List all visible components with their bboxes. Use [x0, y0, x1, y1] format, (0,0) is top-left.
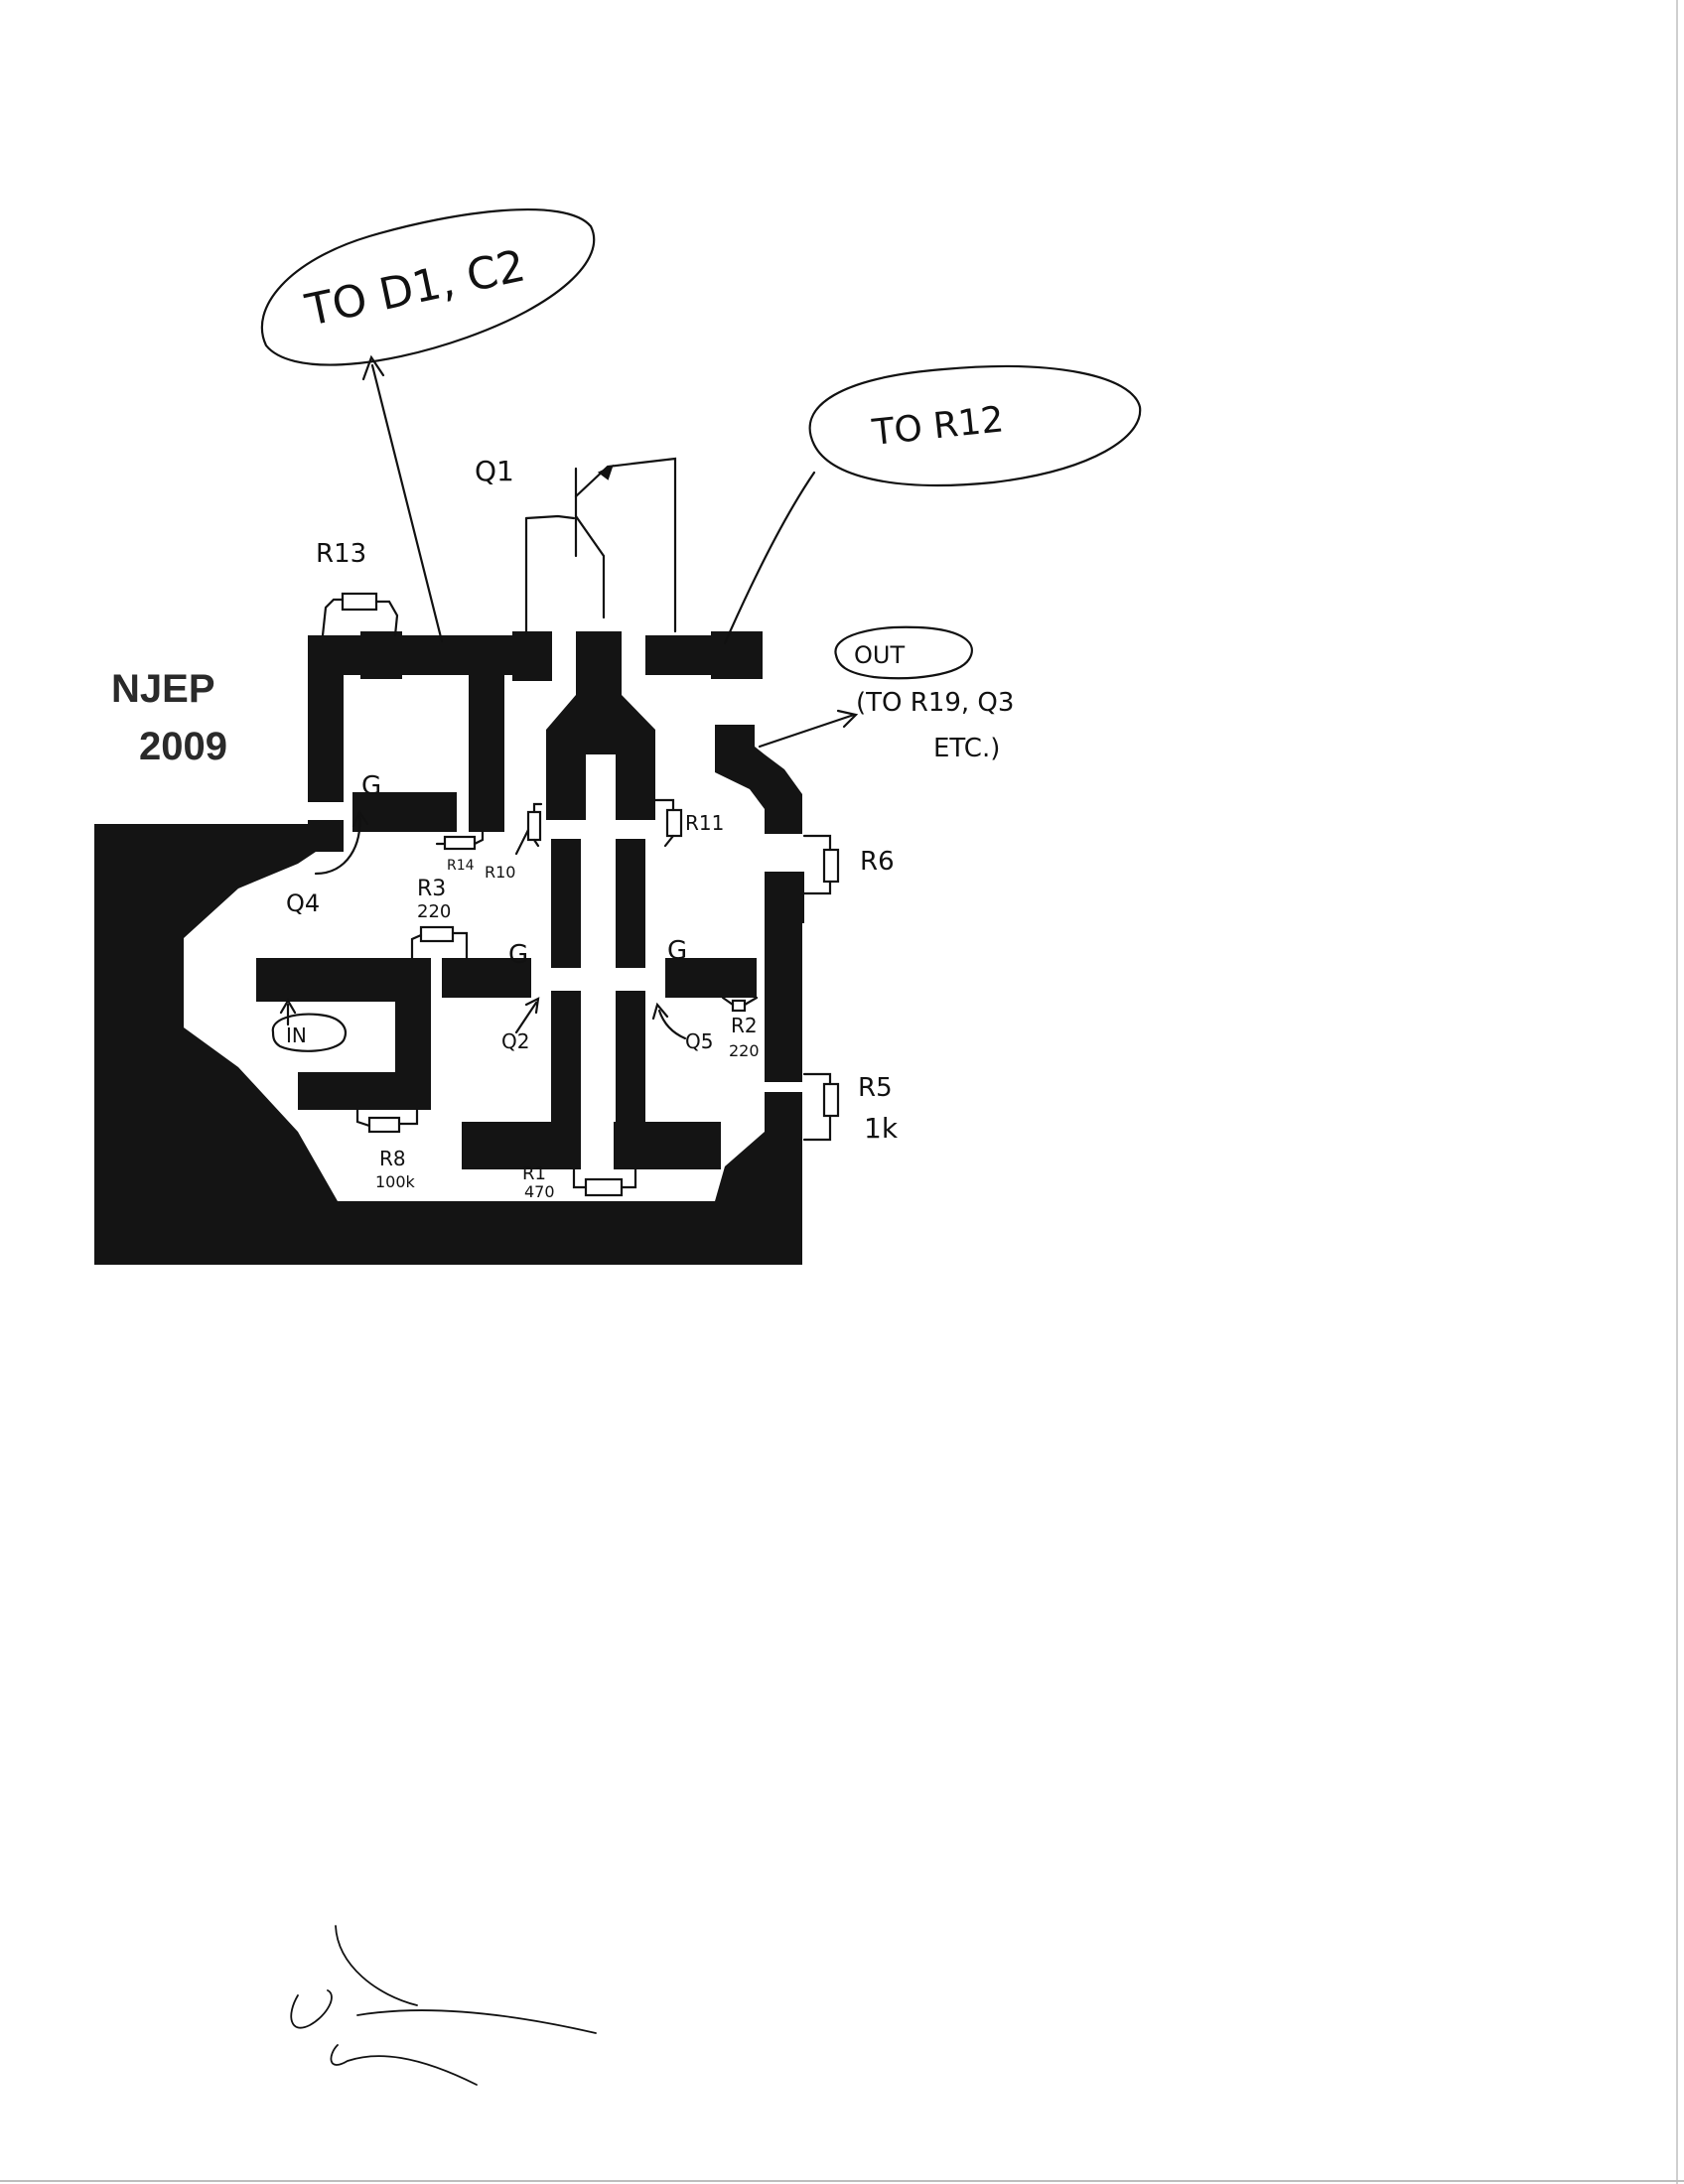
- callout-ellipse-in: [271, 1013, 347, 1052]
- trace-top-middle-drop: [469, 675, 504, 832]
- title-njep: NJEP: [111, 667, 215, 711]
- pad-q4-drain: [308, 820, 344, 852]
- label-r2-value: 220: [729, 1041, 760, 1060]
- label-r11: R11: [685, 811, 724, 835]
- r5-resistor-symbol: [802, 1072, 840, 1142]
- r13-resistor-symbol: [321, 592, 399, 637]
- label-gate-q5: G: [667, 936, 687, 966]
- r6-resistor-symbol: [802, 834, 840, 895]
- r2-resistor-symbol: [721, 996, 759, 1013]
- trace-in: [256, 958, 395, 1002]
- label-q5: Q5: [685, 1029, 713, 1053]
- title-year: 2009: [139, 725, 227, 768]
- trace-q1-fork: [546, 695, 655, 820]
- label-r1: R1: [522, 1163, 546, 1184]
- r1-resistor-symbol: [572, 1167, 637, 1197]
- r10-resistor-symbol: [514, 802, 543, 856]
- ground-plane: [94, 824, 802, 1265]
- q1-transistor-symbol: [524, 457, 677, 635]
- arrow-to-d1-c2: [370, 363, 444, 643]
- label-r8: R8: [379, 1147, 406, 1170]
- label-r3-value: 220: [417, 901, 451, 922]
- arrow-q4: [314, 814, 361, 876]
- label-gate-q2: G: [508, 940, 528, 970]
- callout-ellipse-r12: [808, 364, 1142, 487]
- label-r14: R14: [447, 858, 475, 874]
- pad-q4-gate: [352, 792, 457, 832]
- trace-out: [715, 725, 802, 834]
- arrow-q5: [657, 1009, 687, 1040]
- r8-resistor-symbol: [355, 1108, 419, 1134]
- arrow-out: [758, 713, 856, 749]
- label-r3: R3: [417, 877, 446, 901]
- arrow-q2: [514, 1001, 538, 1034]
- pad-r6-bottom: [765, 872, 804, 923]
- trace-q5-upper: [616, 839, 645, 968]
- r3-resistor-symbol: [410, 925, 469, 960]
- pad-bottom-left: [462, 1122, 581, 1169]
- pad-top-middle: [512, 631, 552, 681]
- label-gate-q4: G: [361, 771, 381, 801]
- trace-top-left-bar: [308, 635, 541, 675]
- callout-out-text: OUT: [854, 641, 905, 669]
- callout-out-note-2: ETC.): [933, 734, 1000, 763]
- arrow-to-r12: [723, 471, 816, 645]
- label-r13: R13: [316, 539, 366, 569]
- r11-resistor-symbol: [653, 798, 683, 848]
- pad-bottom-right: [614, 1122, 721, 1169]
- page-edge-right: [1676, 0, 1678, 2184]
- callout-ellipse-d1-c2: [260, 208, 596, 366]
- label-r1-value: 470: [524, 1182, 555, 1201]
- label-r5: R5: [858, 1073, 893, 1103]
- callout-d1-c2-text: TO D1, C2: [301, 240, 530, 337]
- page-edge-bottom: [0, 2180, 1684, 2182]
- label-q1: Q1: [475, 455, 514, 487]
- pad-to-r12: [711, 631, 763, 679]
- label-r2: R2: [731, 1014, 758, 1037]
- callout-r12-text: TO R12: [870, 399, 1006, 454]
- callout-out-note-1: (TO R19, Q3: [856, 688, 1014, 718]
- ink-annotations: [260, 208, 1142, 2086]
- pcb-layout: [94, 631, 804, 1265]
- pad-q2-gate: [442, 958, 531, 998]
- signature: [290, 1925, 597, 2086]
- r14-resistor-symbol: [435, 830, 485, 851]
- label-r10: R10: [485, 863, 515, 882]
- callout-ellipse-out: [834, 625, 973, 680]
- trace-q2-upper: [551, 839, 581, 968]
- label-r5-value: 1k: [864, 1112, 899, 1145]
- pad-q5-gate: [665, 958, 757, 998]
- label-q2: Q2: [501, 1029, 529, 1053]
- callout-in-text: IN: [286, 1024, 307, 1047]
- pad-r13-right: [360, 631, 402, 679]
- label-r8-value: 100k: [375, 1172, 416, 1191]
- label-q4: Q4: [286, 889, 320, 917]
- label-r6: R6: [860, 847, 895, 877]
- pad-r8: [298, 1072, 431, 1110]
